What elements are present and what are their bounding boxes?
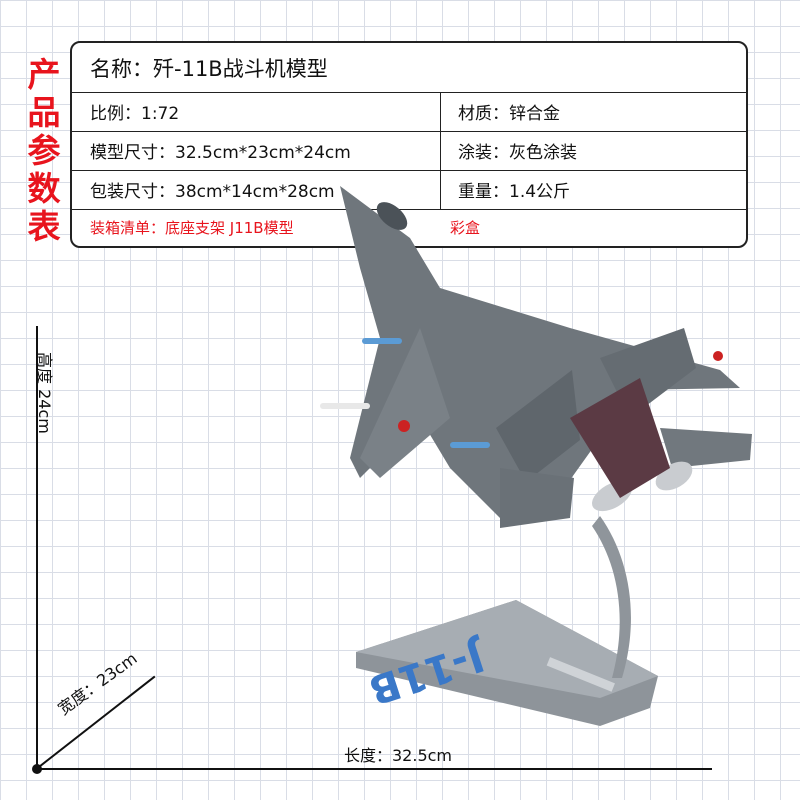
origin-dot	[32, 764, 42, 774]
table-row-packing: 装箱清单：底座支架 J11B模型 彩盒	[72, 209, 746, 246]
aircraft-body	[340, 186, 740, 518]
insignia-star-2	[713, 351, 723, 361]
j11b-model-svg: J-11B	[320, 186, 752, 726]
length-label: 长度：32.5cm	[344, 746, 453, 765]
packing-extra-cell: 彩盒	[450, 219, 481, 237]
missile-1	[320, 403, 370, 409]
height-label: 高度 24cm	[35, 352, 54, 434]
left-wing	[360, 328, 450, 478]
table-divider	[440, 92, 441, 209]
width-label: 宽度：23cm	[54, 648, 141, 719]
packing-list-cell: 装箱清单：底座支架 J11B模型	[90, 219, 294, 237]
stand-slot	[546, 657, 615, 692]
table-row-name: 名称：歼-11B战斗机模型	[72, 43, 746, 93]
side-title: 产品参数表	[27, 55, 61, 246]
missile-3	[450, 442, 490, 448]
table-row-scale: 比例：1:72 材质：锌合金	[72, 92, 746, 132]
engine-bay	[570, 378, 670, 498]
scale-cell: 比例：1:72	[90, 104, 180, 124]
name-cell: 名称：歼-11B战斗机模型	[90, 56, 328, 81]
height-axis	[36, 326, 38, 770]
cockpit	[376, 202, 408, 230]
stand-arm	[592, 516, 631, 678]
parameter-table: 名称：歼-11B战斗机模型 比例：1:72 材质：锌合金 模型尺寸：32.5cm…	[70, 41, 748, 248]
model-size-cell: 模型尺寸：32.5cm*23cm*24cm	[90, 143, 351, 163]
length-axis	[36, 768, 712, 770]
material-cell: 材质：锌合金	[458, 104, 560, 124]
right-stabilizer	[660, 428, 752, 468]
insignia-star	[398, 420, 410, 432]
weight-cell: 重量：1.4公斤	[458, 182, 571, 202]
paint-cell: 涂装：灰色涂装	[458, 143, 577, 163]
missile-2	[362, 338, 402, 344]
table-row-size: 模型尺寸：32.5cm*23cm*24cm 涂装：灰色涂装	[72, 131, 746, 171]
left-stabilizer	[500, 468, 574, 528]
aircraft-model-image: J-11B	[300, 178, 760, 728]
table-row-package: 包装尺寸：38cm*14cm*28cm 重量：1.4公斤	[72, 170, 746, 210]
package-size-cell: 包装尺寸：38cm*14cm*28cm	[90, 182, 335, 202]
left-tail-fin	[496, 370, 580, 482]
